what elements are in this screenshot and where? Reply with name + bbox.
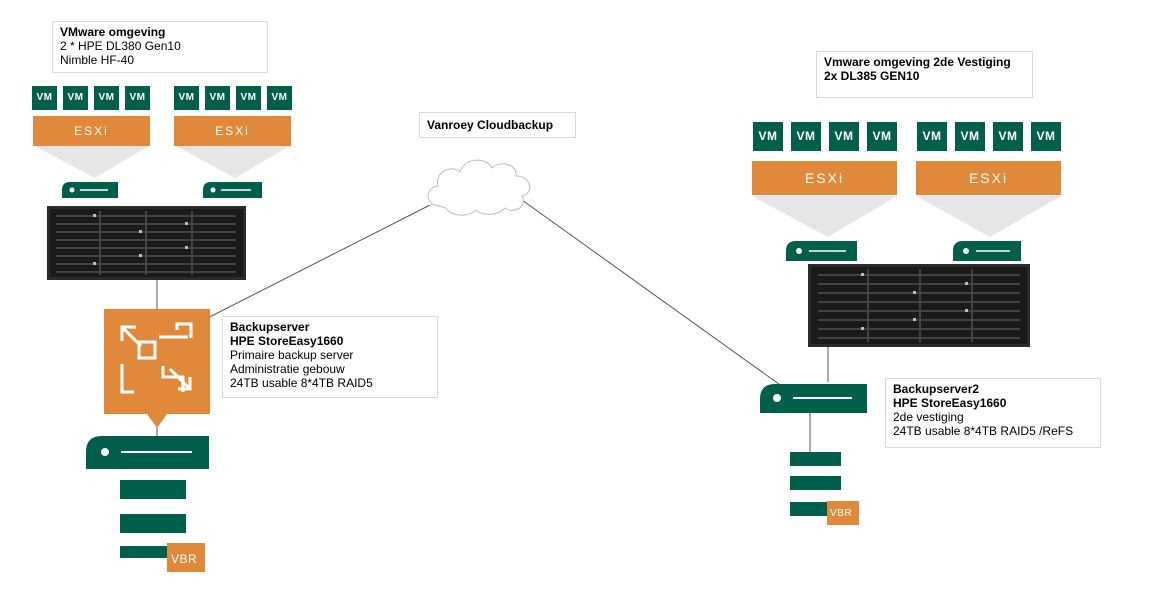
backup-server-2	[760, 384, 867, 413]
vm-tile: VM	[32, 86, 57, 110]
vm-tile: VM	[125, 86, 150, 110]
backup2-line-1: 2de vestiging	[893, 410, 964, 424]
esxi-cone-3	[752, 196, 897, 237]
vm-tile: VM	[236, 86, 261, 110]
cloud-icon	[427, 159, 531, 216]
esxi-host-2: ESXi	[174, 116, 291, 146]
vm-tile: VM	[63, 86, 88, 110]
vbr-server-stack-2	[790, 452, 841, 516]
vmware-info-box: VMware omgeving 2 * HPE DL380 Gen10 Nimb…	[52, 21, 268, 73]
storage-array-1	[47, 206, 246, 280]
host-server-4	[953, 241, 1021, 261]
backup1-title: Backupserver	[230, 320, 310, 334]
host-server-1	[62, 182, 118, 198]
vbr-label-2: VBR	[830, 508, 853, 519]
vbr-badge-2: VBR	[827, 498, 859, 525]
vm-tile: VM	[791, 122, 821, 151]
backup2-info-box: Backupserver2 HPE StoreEasy1660 2de vest…	[885, 378, 1101, 448]
vm-tile: VM	[753, 122, 783, 151]
vm-tile: VM	[267, 86, 292, 110]
veeam-backup-icon	[104, 309, 210, 428]
link-cloud-backup2	[521, 199, 791, 393]
esxi-host-3: ESXi	[752, 161, 897, 195]
esxi-cone-2	[174, 145, 291, 178]
vm-tile: VM	[94, 86, 119, 110]
esxi-cone-1	[33, 145, 150, 178]
vm-tile: VM	[917, 122, 947, 151]
esxi-cone-4	[916, 196, 1061, 237]
backup2-title: Backupserver2	[893, 382, 980, 396]
vbr-server-stack-1	[120, 480, 186, 558]
vmware-line-2: Nimble HF-40	[60, 53, 135, 67]
cloud-label: Vanroey Cloudbackup	[419, 112, 576, 138]
vmware2-info-box: Vmware omgeving 2de Vestiging 2x DL385 G…	[816, 51, 1033, 98]
vm-tile: VM	[993, 122, 1023, 151]
host-server-2	[203, 182, 262, 198]
esxi-host-4: ESXi	[916, 161, 1061, 195]
vm-tile: VM	[174, 86, 199, 110]
storage-array-2	[808, 264, 1030, 347]
backup1-line-2: Administratie gebouw	[230, 362, 345, 376]
vm-tile: VM	[1031, 122, 1061, 151]
backup1-subtitle: HPE StoreEasy1660	[230, 334, 344, 348]
backup1-line-3: 24TB usable 8*4TB RAID5	[230, 376, 373, 390]
backup1-info-box: Backupserver HPE StoreEasy1660 Primaire …	[222, 316, 438, 398]
vmware2-title: Vmware omgeving 2de Vestiging	[824, 55, 1011, 69]
backup2-line-2: 24TB usable 8*4TB RAID5 /ReFS	[893, 424, 1074, 438]
vm-tile: VM	[955, 122, 985, 151]
vbr-badge-1: VBR	[167, 539, 205, 572]
vm-tile: VM	[829, 122, 859, 151]
vm-tile: VM	[867, 122, 897, 151]
link-backup1-cloud	[177, 204, 431, 334]
esxi-host-1: ESXi	[33, 116, 150, 146]
vmware-line-1: 2 * HPE DL380 Gen10	[60, 39, 181, 53]
vm-tile: VM	[205, 86, 230, 110]
host-server-3	[786, 241, 857, 261]
vmware-title: VMware omgeving	[60, 25, 166, 39]
vbr-label-1: VBR	[171, 552, 198, 566]
vmware2-line-1: 2x DL385 GEN10	[824, 69, 920, 83]
backup-server-1	[86, 436, 209, 469]
backup1-line-1: Primaire backup server	[230, 348, 354, 362]
backup2-subtitle: HPE StoreEasy1660	[893, 396, 1007, 410]
